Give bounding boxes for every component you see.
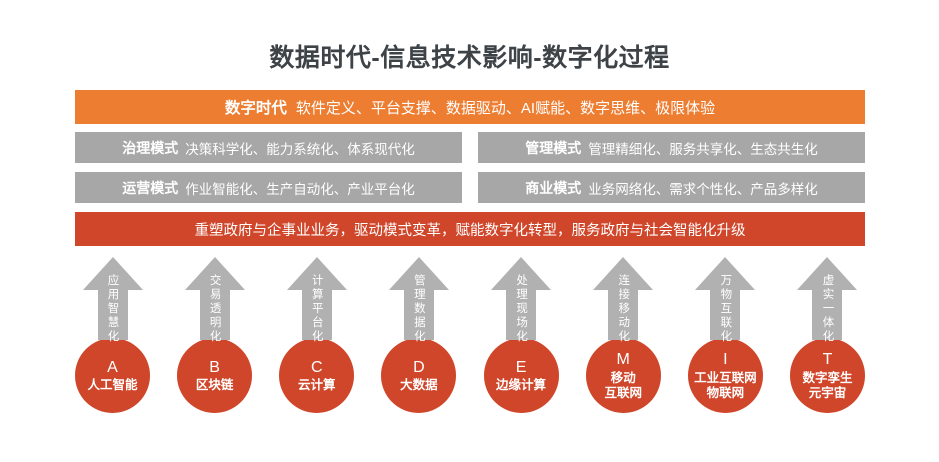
arrow-label: 管理数据化 [412,274,425,344]
mode-box-management: 管理模式 管理精细化、服务共享化、生态共生化 [478,132,865,163]
tech-name: 区块链 [195,378,234,393]
arrow-label: 虚实一体化 [821,274,834,344]
up-arrow-icon: 虚实一体化 [797,257,858,344]
mode-business-text: 业务网络化、需求个性化、产品多样化 [588,181,818,197]
arrow-body [608,290,639,340]
arrow-head-icon [797,257,858,290]
mode-governance-label: 治理模式 [122,139,179,156]
up-arrow-icon: 计算平台化 [286,257,347,344]
technology-row: 应用智慧化 A 人工智能 交易透明化 B 区块链 [75,257,865,413]
tech-letter: D [413,358,425,376]
tech-name: 工业互联网 物联网 [694,370,757,400]
tech-letter: A [107,358,118,376]
arrow-label: 处理现场化 [515,274,528,344]
arrow-label: 应用智慧化 [106,274,119,344]
mode-operation-label: 运营模式 [122,179,179,196]
up-arrow-icon: 交易透明化 [184,257,245,344]
arrow-head-icon [82,257,143,290]
tech-col-iot: 万物互联化 I 工业互联网 物联网 [687,257,763,413]
banner-digital-era-label: 数字时代 [224,100,287,117]
tech-col-edge: 处理现场化 E 边缘计算 [483,257,559,413]
tech-name: 边缘计算 [496,378,547,393]
arrow-head-icon [491,257,552,290]
up-arrow-icon: 管理数据化 [388,257,449,344]
mode-box-governance: 治理模式 决策科学化、能力系统化、体系现代化 [75,132,462,163]
banner-impact: 重塑政府与企事业业务，驱动模式变革，赋能数字化转型，服务政府与社会智能化升级 [75,212,865,246]
tech-circle-edge: E 边缘计算 [483,338,559,413]
tech-circle-bigdata: D 大数据 [381,338,457,413]
arrow-body [301,290,332,340]
up-arrow-icon: 处理现场化 [491,257,552,344]
arrow-label: 交易透明化 [208,274,221,344]
mode-box-operation: 运营模式 作业智能化、生产自动化、产业平台化 [75,172,462,203]
tech-col-mobile: 连接移动化 M 移动 互联网 [585,257,661,413]
mode-grid: 治理模式 决策科学化、能力系统化、体系现代化 管理模式 管理精细化、服务共享化、… [75,132,865,203]
up-arrow-icon: 应用智慧化 [82,257,143,344]
banner-digital-era: 数字时代 软件定义、平台支撑、数据驱动、AI赋能、数字思维、极限体验 [75,90,865,124]
banner-digital-era-text: 软件定义、平台支撑、数据驱动、AI赋能、数字思维、极限体验 [295,99,716,117]
tech-circle-blockchain: B 区块链 [177,338,253,413]
arrow-head-icon [184,257,245,290]
tech-letter: B [209,358,220,376]
tech-circle-cloud: C 云计算 [279,338,355,413]
tech-name: 大数据 [400,378,438,393]
arrow-body [812,290,843,340]
tech-circle-twin: T 数字孪生 元宇宙 [789,338,865,413]
arrow-head-icon [286,257,347,290]
arrow-head-icon [695,257,756,290]
tech-letter: I [723,351,728,369]
arrow-label: 万物互联化 [719,274,732,344]
page-title: 数据时代-信息技术影响-数字化过程 [269,44,670,72]
mode-governance-text: 决策科学化、能力系统化、体系现代化 [185,141,415,157]
up-arrow-icon: 连接移动化 [593,257,654,344]
banner-impact-text: 重塑政府与企事业业务，驱动模式变革，赋能数字化转型，服务政府与社会智能化升级 [194,222,746,239]
mode-operation-text: 作业智能化、生产自动化、产业平台化 [185,181,415,197]
arrow-head-icon [388,257,449,290]
arrow-body [506,290,537,340]
tech-col-cloud: 计算平台化 C 云计算 [279,257,355,413]
arrow-label: 计算平台化 [310,274,323,344]
arrow-body [710,290,741,340]
mode-management-text: 管理精细化、服务共享化、生态共生化 [588,141,818,157]
arrow-body [199,290,230,340]
arrow-label: 连接移动化 [617,274,630,344]
arrow-body [97,290,128,340]
tech-name: 移动 互联网 [604,370,642,400]
tech-letter: E [515,358,527,376]
tech-col-ai: 应用智慧化 A 人工智能 [75,257,150,413]
mode-business-label: 商业模式 [525,179,582,196]
tech-col-blockchain: 交易透明化 B 区块链 [177,257,253,413]
arrow-body [403,290,434,340]
arrow-head-icon [593,257,654,290]
mode-box-business: 商业模式 业务网络化、需求个性化、产品多样化 [478,172,865,203]
tech-circle-iot: I 工业互联网 物联网 [687,338,763,413]
tech-letter: M [616,351,630,369]
tech-name: 数字孪生 元宇宙 [802,370,853,400]
up-arrow-icon: 万物互联化 [695,257,756,344]
banner-stack: 数字时代 软件定义、平台支撑、数据驱动、AI赋能、数字思维、极限体验 治理模式 … [75,90,865,246]
tech-col-bigdata: 管理数据化 D 大数据 [381,257,457,413]
tech-letter: C [311,358,323,376]
tech-col-twin: 虚实一体化 T 数字孪生 元宇宙 [789,257,865,413]
tech-circle-mobile: M 移动 互联网 [585,338,661,413]
tech-name: 云计算 [298,378,336,393]
tech-letter: T [822,351,833,369]
tech-name: 人工智能 [87,378,138,393]
mode-management-label: 管理模式 [525,139,582,156]
tech-circle-ai: A 人工智能 [75,338,150,413]
